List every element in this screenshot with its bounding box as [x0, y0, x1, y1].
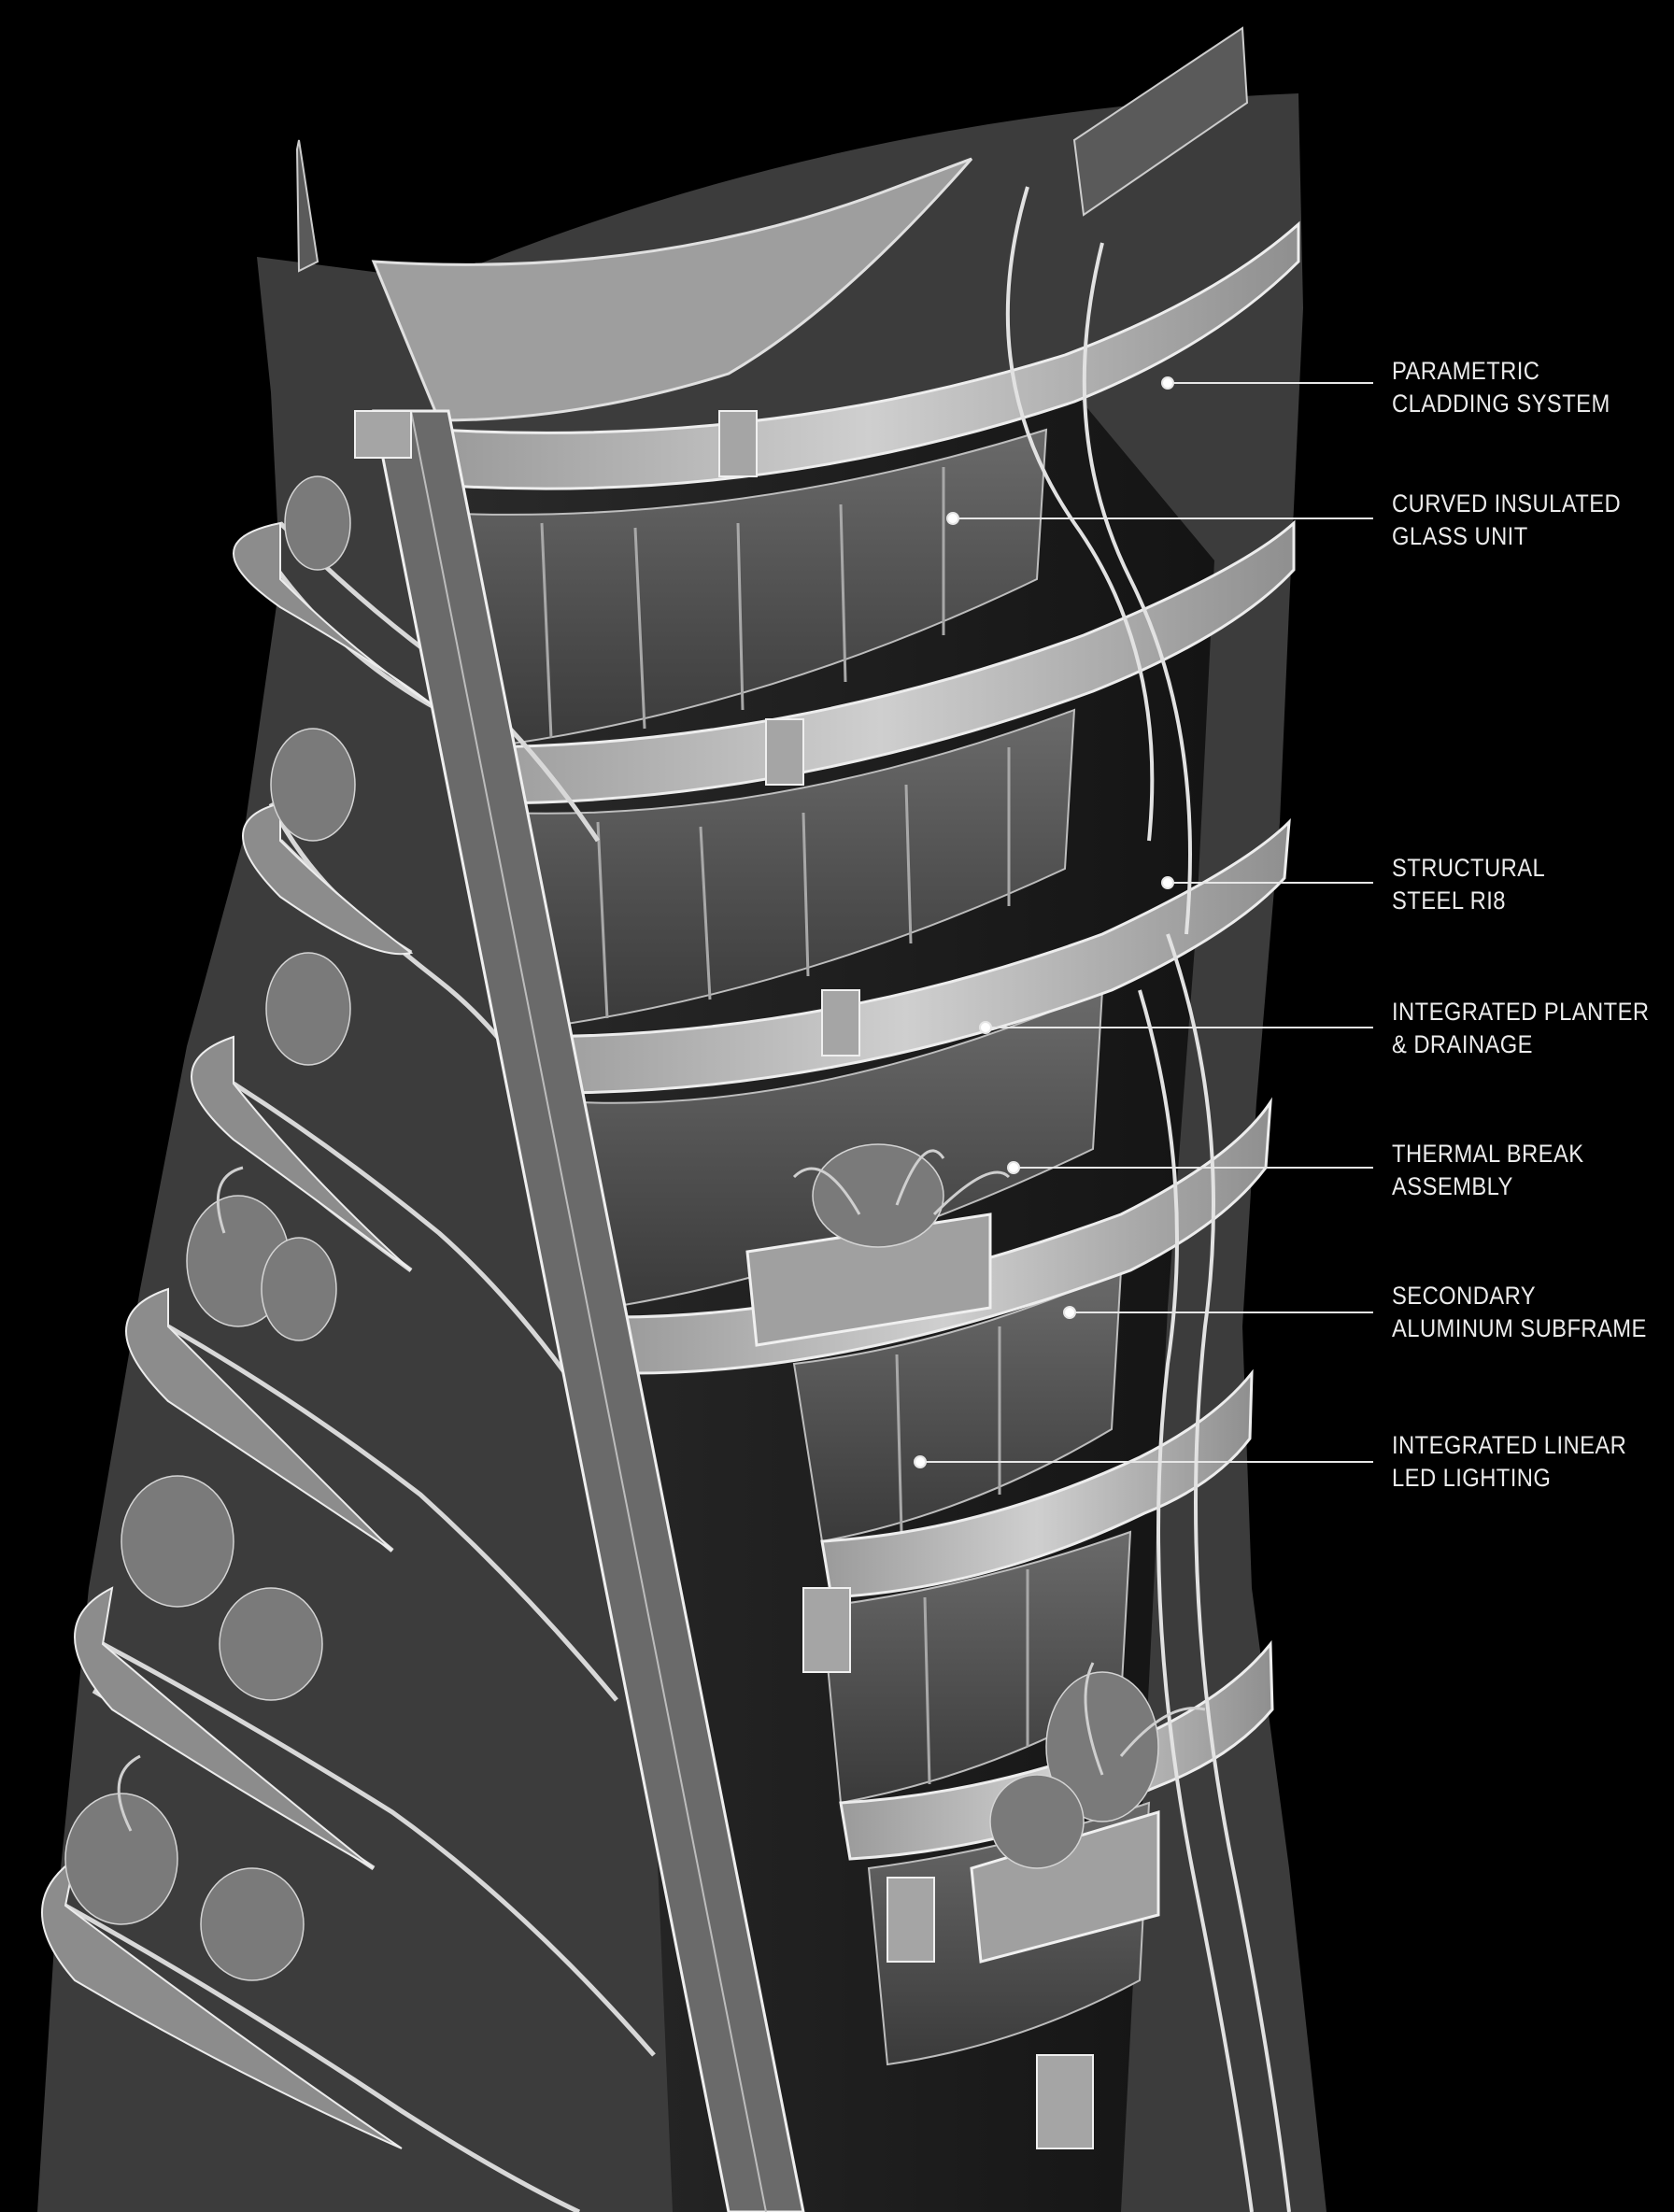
- planting: [64, 475, 1159, 1981]
- callout-line: & DRAINAGE: [1392, 1030, 1533, 1058]
- callout-curved-insulated-glass-unit: CURVED INSULATED GLASS UNIT: [1392, 488, 1639, 553]
- callout-parametric-cladding-system: PARAMETRIC CLADDING SYSTEM: [1392, 355, 1639, 420]
- callout-line: SECONDARY: [1392, 1282, 1537, 1310]
- callout-line: GLASS UNIT: [1392, 522, 1528, 550]
- callout-line: THERMAL BREAK: [1392, 1140, 1584, 1168]
- callout-line: STRUCTURAL: [1392, 854, 1546, 882]
- callout-integrated-linear-led-lighting: INTEGRATED LINEAR LED LIGHTING: [1392, 1429, 1639, 1495]
- right-cladding: [1005, 186, 1291, 2212]
- leader-lines: [914, 376, 1373, 1468]
- cladding-ribbon-fills: [41, 521, 440, 2149]
- callout-line: PARAMETRIC: [1392, 357, 1540, 385]
- callout-thermal-break-assembly: THERMAL BREAK ASSEMBLY: [1392, 1138, 1639, 1203]
- callout-line: ASSEMBLY: [1392, 1172, 1513, 1200]
- callout-line: LED LIGHTING: [1392, 1464, 1552, 1492]
- callout-integrated-planter-drainage: INTEGRATED PLANTER & DRAINAGE: [1392, 996, 1650, 1061]
- callout-secondary-aluminum-subframe: SECONDARY ALUMINUM SUBFRAME: [1392, 1280, 1647, 1345]
- callout-line: INTEGRATED LINEAR: [1392, 1431, 1627, 1459]
- roof-glass-parapet: [1072, 26, 1249, 217]
- planting-leaves: [117, 1149, 1206, 1832]
- structural-steel-spine: [372, 409, 805, 2212]
- callout-line: CURVED INSULATED: [1392, 489, 1622, 518]
- planter-boxes: [745, 1212, 1160, 1964]
- callout-line: CLADDING SYSTEM: [1392, 390, 1610, 418]
- roof-plate: [371, 157, 973, 422]
- subframe-brackets: [354, 410, 1094, 2149]
- callout-line: INTEGRATED PLANTER: [1392, 998, 1650, 1026]
- callout-structural-steel-rib: STRUCTURAL STEEL RI8: [1392, 852, 1639, 917]
- callout-line: ALUMINUM SUBFRAME: [1392, 1314, 1647, 1342]
- callout-line: STEEL RI8: [1392, 886, 1506, 915]
- mullions: [540, 467, 1029, 1785]
